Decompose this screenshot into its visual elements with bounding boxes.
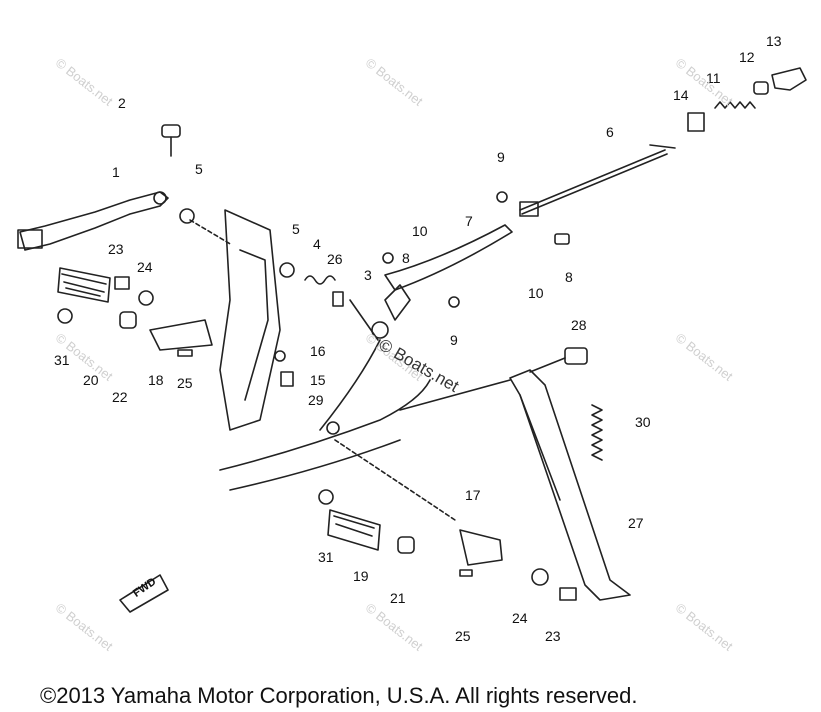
callout-10: 10 — [528, 285, 544, 301]
shift-pedal-part — [17, 191, 169, 251]
callout-12: 12 — [739, 49, 755, 65]
callout-14: 14 — [673, 87, 689, 103]
callout-5: 5 — [195, 161, 203, 177]
washer-part — [279, 262, 295, 278]
callout-16: 16 — [310, 343, 326, 359]
frame-part — [189, 209, 431, 491]
fwd-arrow — [119, 574, 169, 613]
callout-30: 30 — [635, 414, 651, 430]
lower-footrest-bracket-part — [459, 529, 503, 566]
callout-13: 13 — [766, 33, 782, 49]
stand-spring-part — [591, 404, 603, 461]
callout-31: 31 — [54, 352, 70, 368]
washer-part — [179, 208, 195, 224]
callout-28: 28 — [571, 317, 587, 333]
callout-29: 29 — [308, 392, 324, 408]
callout-27: 27 — [628, 515, 644, 531]
bolt-part — [382, 252, 394, 264]
callout-25: 25 — [177, 375, 193, 391]
washer-part — [57, 308, 73, 324]
callout-19: 19 — [353, 568, 369, 584]
bushing-part — [119, 311, 137, 329]
footrest-bracket-part — [149, 319, 213, 351]
washer-part — [318, 489, 334, 505]
callout-5: 5 — [292, 221, 300, 237]
cotter-pin-part — [459, 569, 473, 577]
shift-shaft-part — [349, 284, 411, 341]
callout-23: 23 — [108, 241, 124, 257]
callout-4: 4 — [313, 236, 321, 252]
footrest-part — [57, 267, 111, 303]
bushing-part — [397, 536, 415, 554]
callout-26: 26 — [327, 251, 343, 267]
bolt-part — [554, 233, 570, 245]
nut-part — [496, 191, 508, 203]
callout-18: 18 — [148, 372, 164, 388]
callout-11: 11 — [706, 70, 721, 86]
bolt-part — [280, 371, 294, 387]
washer-part — [138, 290, 154, 306]
washer-part — [274, 350, 286, 362]
pin-part — [332, 291, 344, 307]
callout-25: 25 — [455, 628, 471, 644]
callout-21: 21 — [390, 590, 406, 606]
callout-24: 24 — [512, 610, 528, 626]
lower-footrest-part — [327, 509, 381, 551]
callout-3: 3 — [364, 267, 372, 283]
callout-17: 17 — [465, 487, 481, 503]
shift-arm-part — [384, 224, 513, 291]
stand-bolt-part — [564, 347, 588, 365]
rod-spring-part — [714, 101, 756, 109]
callout-9: 9 — [450, 332, 458, 348]
collar-part — [753, 81, 769, 95]
stand-bolt-leader — [529, 357, 566, 373]
rod-joint-part — [771, 67, 807, 91]
side-stand-part — [509, 369, 631, 601]
callout-20: 20 — [83, 372, 99, 388]
callout-23: 23 — [545, 628, 561, 644]
bolt-part — [559, 587, 577, 601]
shift-rod-part — [519, 144, 676, 217]
callout-31: 31 — [318, 549, 334, 565]
callout-1: 1 — [112, 164, 120, 180]
washer-part — [531, 568, 549, 586]
nut-part — [326, 421, 340, 435]
callout-2: 2 — [118, 95, 126, 111]
cotter-pin-part — [177, 349, 193, 357]
callout-8: 8 — [565, 269, 573, 285]
shift-pedal-bolt-part — [161, 124, 181, 157]
callout-22: 22 — [112, 389, 128, 405]
callout-15: 15 — [310, 372, 326, 388]
callout-10: 10 — [412, 223, 428, 239]
callout-8: 8 — [402, 250, 410, 266]
leader-line — [334, 439, 456, 521]
rod-nut-part — [687, 112, 705, 132]
copyright-notice: ©2013 Yamaha Motor Corporation, U.S.A. A… — [40, 683, 638, 708]
nut-part — [448, 296, 460, 308]
leader-line — [399, 379, 511, 411]
callout-24: 24 — [137, 259, 153, 275]
spring-part — [304, 275, 336, 285]
callout-9: 9 — [497, 149, 505, 165]
bolt-part — [114, 276, 130, 290]
callout-7: 7 — [465, 213, 473, 229]
callout-6: 6 — [606, 124, 614, 140]
